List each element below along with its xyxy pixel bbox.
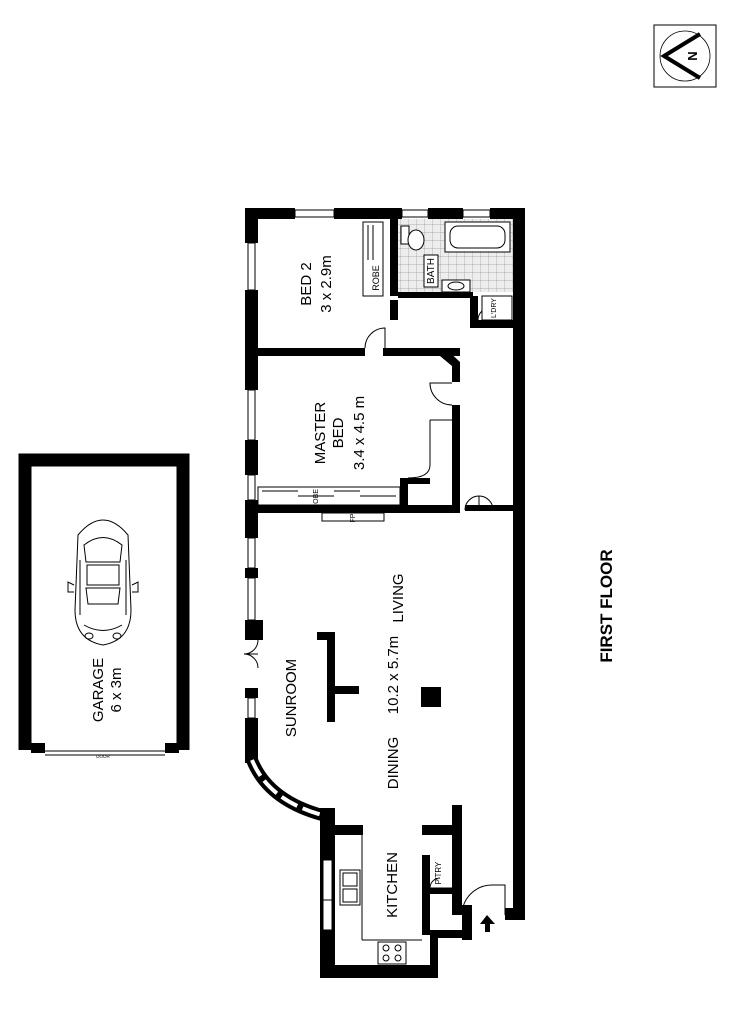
bed2-size: 3 x 2.9m [318,255,335,313]
compass-label: N [685,51,700,60]
car-icon [67,519,139,646]
windows [247,209,491,931]
sunroom-label: SUNROOM [283,659,300,737]
laundry-label: L'DRY [491,298,498,318]
robe-bed2: ROBE [362,221,384,297]
master-size: 3.4 x 4.5 m [351,396,368,470]
north-arrow-icon: N [653,24,717,88]
door-swings [243,307,506,916]
garage-name: GARAGE [90,658,107,722]
entry-arrow-icon [480,915,495,932]
house-walls [245,208,525,978]
robe-master-label: ROBE [313,489,320,509]
bed2-name: BED 2 [298,262,315,305]
bathroom: BATH [398,219,513,293]
kitchen-label: KITCHEN [384,852,401,918]
master-name-2: BED [330,417,347,448]
master-name-1: MASTER [312,402,329,465]
robe-bed2-label: ROBE [371,265,381,291]
garage-door-label: DOOR [96,754,110,759]
fireplace-label: FP [350,513,357,522]
robe-master: ROBE [257,486,401,509]
garage-size: 6 x 3m [108,667,125,712]
pantry-label: P'TRY [434,861,443,884]
kitchen-fixtures [339,835,452,965]
dining-label: DINING [385,737,402,790]
living-label: LIVING [390,573,407,622]
living-size: 10.2 x 5.7m [385,636,402,714]
plan-title: FIRST FLOOR [597,549,616,662]
bath-label: BATH [426,258,437,284]
laundry: L'DRY [481,295,513,321]
garage: DOOR GARAGE 6 x 3m [18,453,190,759]
